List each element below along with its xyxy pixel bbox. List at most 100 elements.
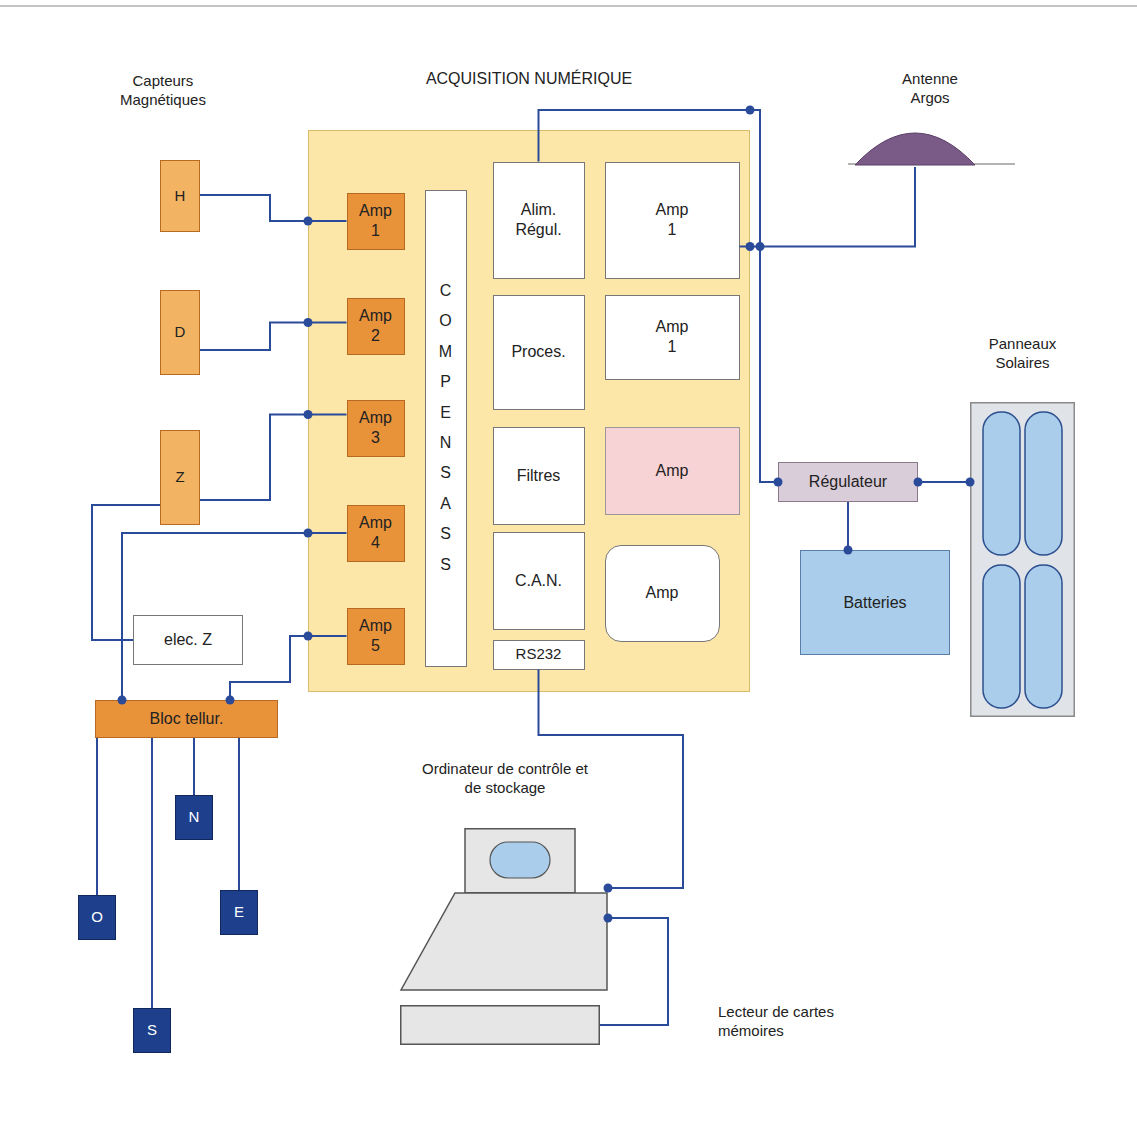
node-label: Ordinateur de contrôle et de stockage (416, 760, 594, 798)
junction-dot (914, 478, 923, 487)
top-rule (0, 5, 1137, 7)
electrode-box: elec. Z (133, 615, 243, 665)
node-label: Amp 1 (359, 201, 392, 241)
regulator-box: Régulateur (778, 462, 918, 502)
compensation-bar: COMPENS ASS (425, 190, 467, 667)
node-label: Amp 4 (359, 513, 392, 553)
solar-panels: Panneaux Solaires (960, 335, 1085, 720)
junction-dot (756, 242, 765, 251)
battery-box: Batteries (800, 550, 950, 655)
junction-dot (304, 529, 313, 538)
wire-connector (600, 918, 668, 1025)
wire-connector (92, 505, 160, 640)
acquisition-unit: ACQUISITION NUMÉRIQUEAmp 1Amp 2Amp 3Amp … (308, 130, 750, 692)
wire-connector (151, 738, 153, 1008)
amplifier-box: Amp 1 (347, 193, 405, 250)
node-label: Z (175, 468, 184, 487)
wire-connector (539, 670, 684, 889)
wire-connector (918, 481, 970, 483)
node-label: S (147, 1021, 157, 1040)
electrode-box: E (220, 890, 258, 935)
node-label: COMPENS ASS (438, 276, 454, 580)
junction-dot (304, 632, 313, 641)
antenna: Antenne Argos (840, 70, 1020, 170)
filter-box: Filtres (493, 427, 585, 525)
amplifier-box: Amp (605, 545, 720, 642)
wire-connector (96, 738, 98, 895)
wire-connector (193, 738, 195, 795)
node-label: O (91, 908, 103, 927)
amplifier-box: Amp 2 (347, 298, 405, 355)
junction-dot (304, 217, 313, 226)
wire-connector (238, 738, 240, 890)
node-label: Régulateur (809, 472, 887, 492)
junction-dot (604, 884, 613, 893)
node-label: RS232 (516, 645, 562, 664)
node-label: Alim. Régul. (515, 200, 561, 240)
wire-connector (539, 110, 779, 482)
node-label: Panneaux Solaires (989, 335, 1057, 373)
wire-connector (122, 533, 347, 700)
wire-connector (200, 415, 347, 501)
magnetic-sensor: D (160, 290, 200, 375)
unit-heading: ACQUISITION NUMÉRIQUE (426, 69, 632, 89)
telluric-block: Bloc tellur. (95, 700, 278, 738)
control-computer-shape (400, 828, 608, 993)
amplifier-box: Amp (605, 427, 740, 515)
amplifier-box: Amp 1 (605, 162, 740, 279)
electrode-box: S (133, 1008, 171, 1053)
node-label: elec. Z (164, 630, 212, 650)
amplifier-box: Amp 1 (605, 295, 740, 380)
node-label: Lecteur de cartes mémoires (718, 1003, 868, 1041)
node-label: Amp 5 (359, 616, 392, 656)
node-label: Batteries (843, 593, 906, 613)
junction-dot (844, 546, 853, 555)
electrode-box: N (175, 795, 213, 840)
solar-panels-shape (970, 402, 1075, 717)
junction-dot (118, 696, 127, 705)
node-label: H (175, 187, 186, 206)
sensor-group-heading: Capteurs Magnétiques (100, 72, 206, 110)
node-label: N (189, 808, 200, 827)
node-label: Amp 3 (359, 408, 392, 448)
node-label: Amp (656, 461, 689, 481)
node-label: D (175, 323, 186, 342)
node-label: E (234, 903, 244, 922)
node-label: Proces. (511, 342, 565, 362)
card-reader: Lecteur de cartes mémoires (400, 995, 760, 1055)
amplifier-box: Amp 4 (347, 505, 405, 562)
node-label: Bloc tellur. (150, 709, 224, 729)
wire-connector (200, 323, 347, 351)
magnetic-sensor: Z (160, 430, 200, 525)
card-reader-shape (400, 1005, 600, 1045)
wire-connector (847, 502, 849, 550)
junction-dot (304, 318, 313, 327)
node-label: Amp 1 (656, 317, 689, 357)
converter-box: C.A.N. (493, 532, 585, 630)
processor-box: Proces. (493, 295, 585, 410)
node-label: Antenne Argos (902, 70, 958, 108)
junction-dot (966, 478, 975, 487)
node-label: Amp (646, 583, 679, 603)
wire-connector (230, 636, 347, 700)
magnetic-sensor: H (160, 160, 200, 232)
node-label: Amp 2 (359, 306, 392, 346)
junction-dot (774, 478, 783, 487)
serial-port-box: RS232 (493, 640, 585, 670)
wire-connector (200, 195, 347, 221)
electrode-box: O (78, 895, 116, 940)
amplifier-box: Amp 3 (347, 400, 405, 457)
antenna-shape (855, 132, 975, 167)
wire-connector (740, 167, 916, 247)
node-label: Amp 1 (656, 200, 689, 240)
power-supply-box: Alim. Régul. (493, 162, 585, 279)
junction-dot (226, 696, 235, 705)
amplifier-box: Amp 5 (347, 608, 405, 665)
node-label: C.A.N. (515, 571, 562, 591)
junction-dot (304, 410, 313, 419)
junction-dot (604, 914, 613, 923)
junction-dot (746, 106, 755, 115)
control-computer: Ordinateur de contrôle et de stockage (390, 760, 620, 995)
